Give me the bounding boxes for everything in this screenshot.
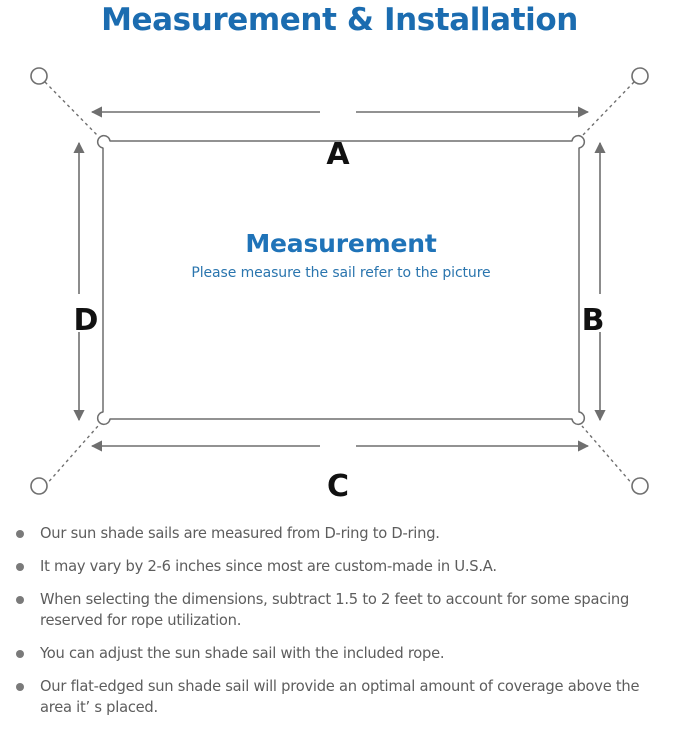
rope-top-right bbox=[581, 81, 635, 137]
d-rings bbox=[96, 134, 586, 426]
rope-top-left bbox=[44, 81, 99, 137]
anchor-circle-bottom-right bbox=[631, 477, 649, 495]
list-item: When selecting the dimensions, subtract … bbox=[14, 589, 665, 631]
list-item: Our flat-edged sun shade sail will provi… bbox=[14, 676, 665, 718]
sail-body bbox=[102, 140, 580, 420]
dimension-label-c: C bbox=[326, 469, 350, 504]
dimension-label-a: A bbox=[326, 137, 350, 172]
rope-bottom-right bbox=[581, 425, 635, 487]
bullet-icon bbox=[16, 650, 24, 658]
list-item-text: When selecting the dimensions, subtract … bbox=[40, 591, 630, 629]
bullet-icon bbox=[16, 563, 24, 571]
d-ring-top-right bbox=[571, 134, 586, 149]
list-item: It may vary by 2-6 inches since most are… bbox=[14, 556, 665, 577]
anchor-circle-bottom-left bbox=[30, 477, 48, 495]
rope-lines bbox=[44, 81, 635, 487]
anchor-circle-top-left bbox=[30, 67, 48, 85]
list-item-text: It may vary by 2-6 inches since most are… bbox=[40, 558, 497, 575]
list-item: You can adjust the sun shade sail with t… bbox=[14, 643, 665, 664]
anchor-circles bbox=[30, 67, 649, 495]
list-item: Our sun shade sails are measured from D-… bbox=[14, 523, 665, 544]
d-ring-bottom-left bbox=[96, 411, 111, 426]
dimension-label-b: B bbox=[581, 303, 605, 338]
d-ring-bottom-right bbox=[571, 411, 586, 426]
sun-shade-sail-measurement-diagram: Measurement Please measure the sail refe… bbox=[0, 44, 679, 522]
dimension-label-d: D bbox=[73, 303, 99, 338]
list-item-text: You can adjust the sun shade sail with t… bbox=[40, 645, 445, 662]
anchor-circle-top-right bbox=[631, 67, 649, 85]
page-title: Measurement & Installation bbox=[101, 2, 578, 38]
bullet-icon bbox=[16, 596, 24, 604]
bullet-icon bbox=[16, 530, 24, 538]
notes-list: Our sun shade sails are measured from D-… bbox=[0, 523, 679, 718]
bullet-icon bbox=[16, 683, 24, 691]
rope-bottom-left bbox=[44, 425, 99, 487]
list-item-text: Our sun shade sails are measured from D-… bbox=[40, 525, 440, 542]
d-ring-top-left bbox=[96, 134, 111, 149]
list-item-text: Our flat-edged sun shade sail will provi… bbox=[40, 678, 640, 716]
